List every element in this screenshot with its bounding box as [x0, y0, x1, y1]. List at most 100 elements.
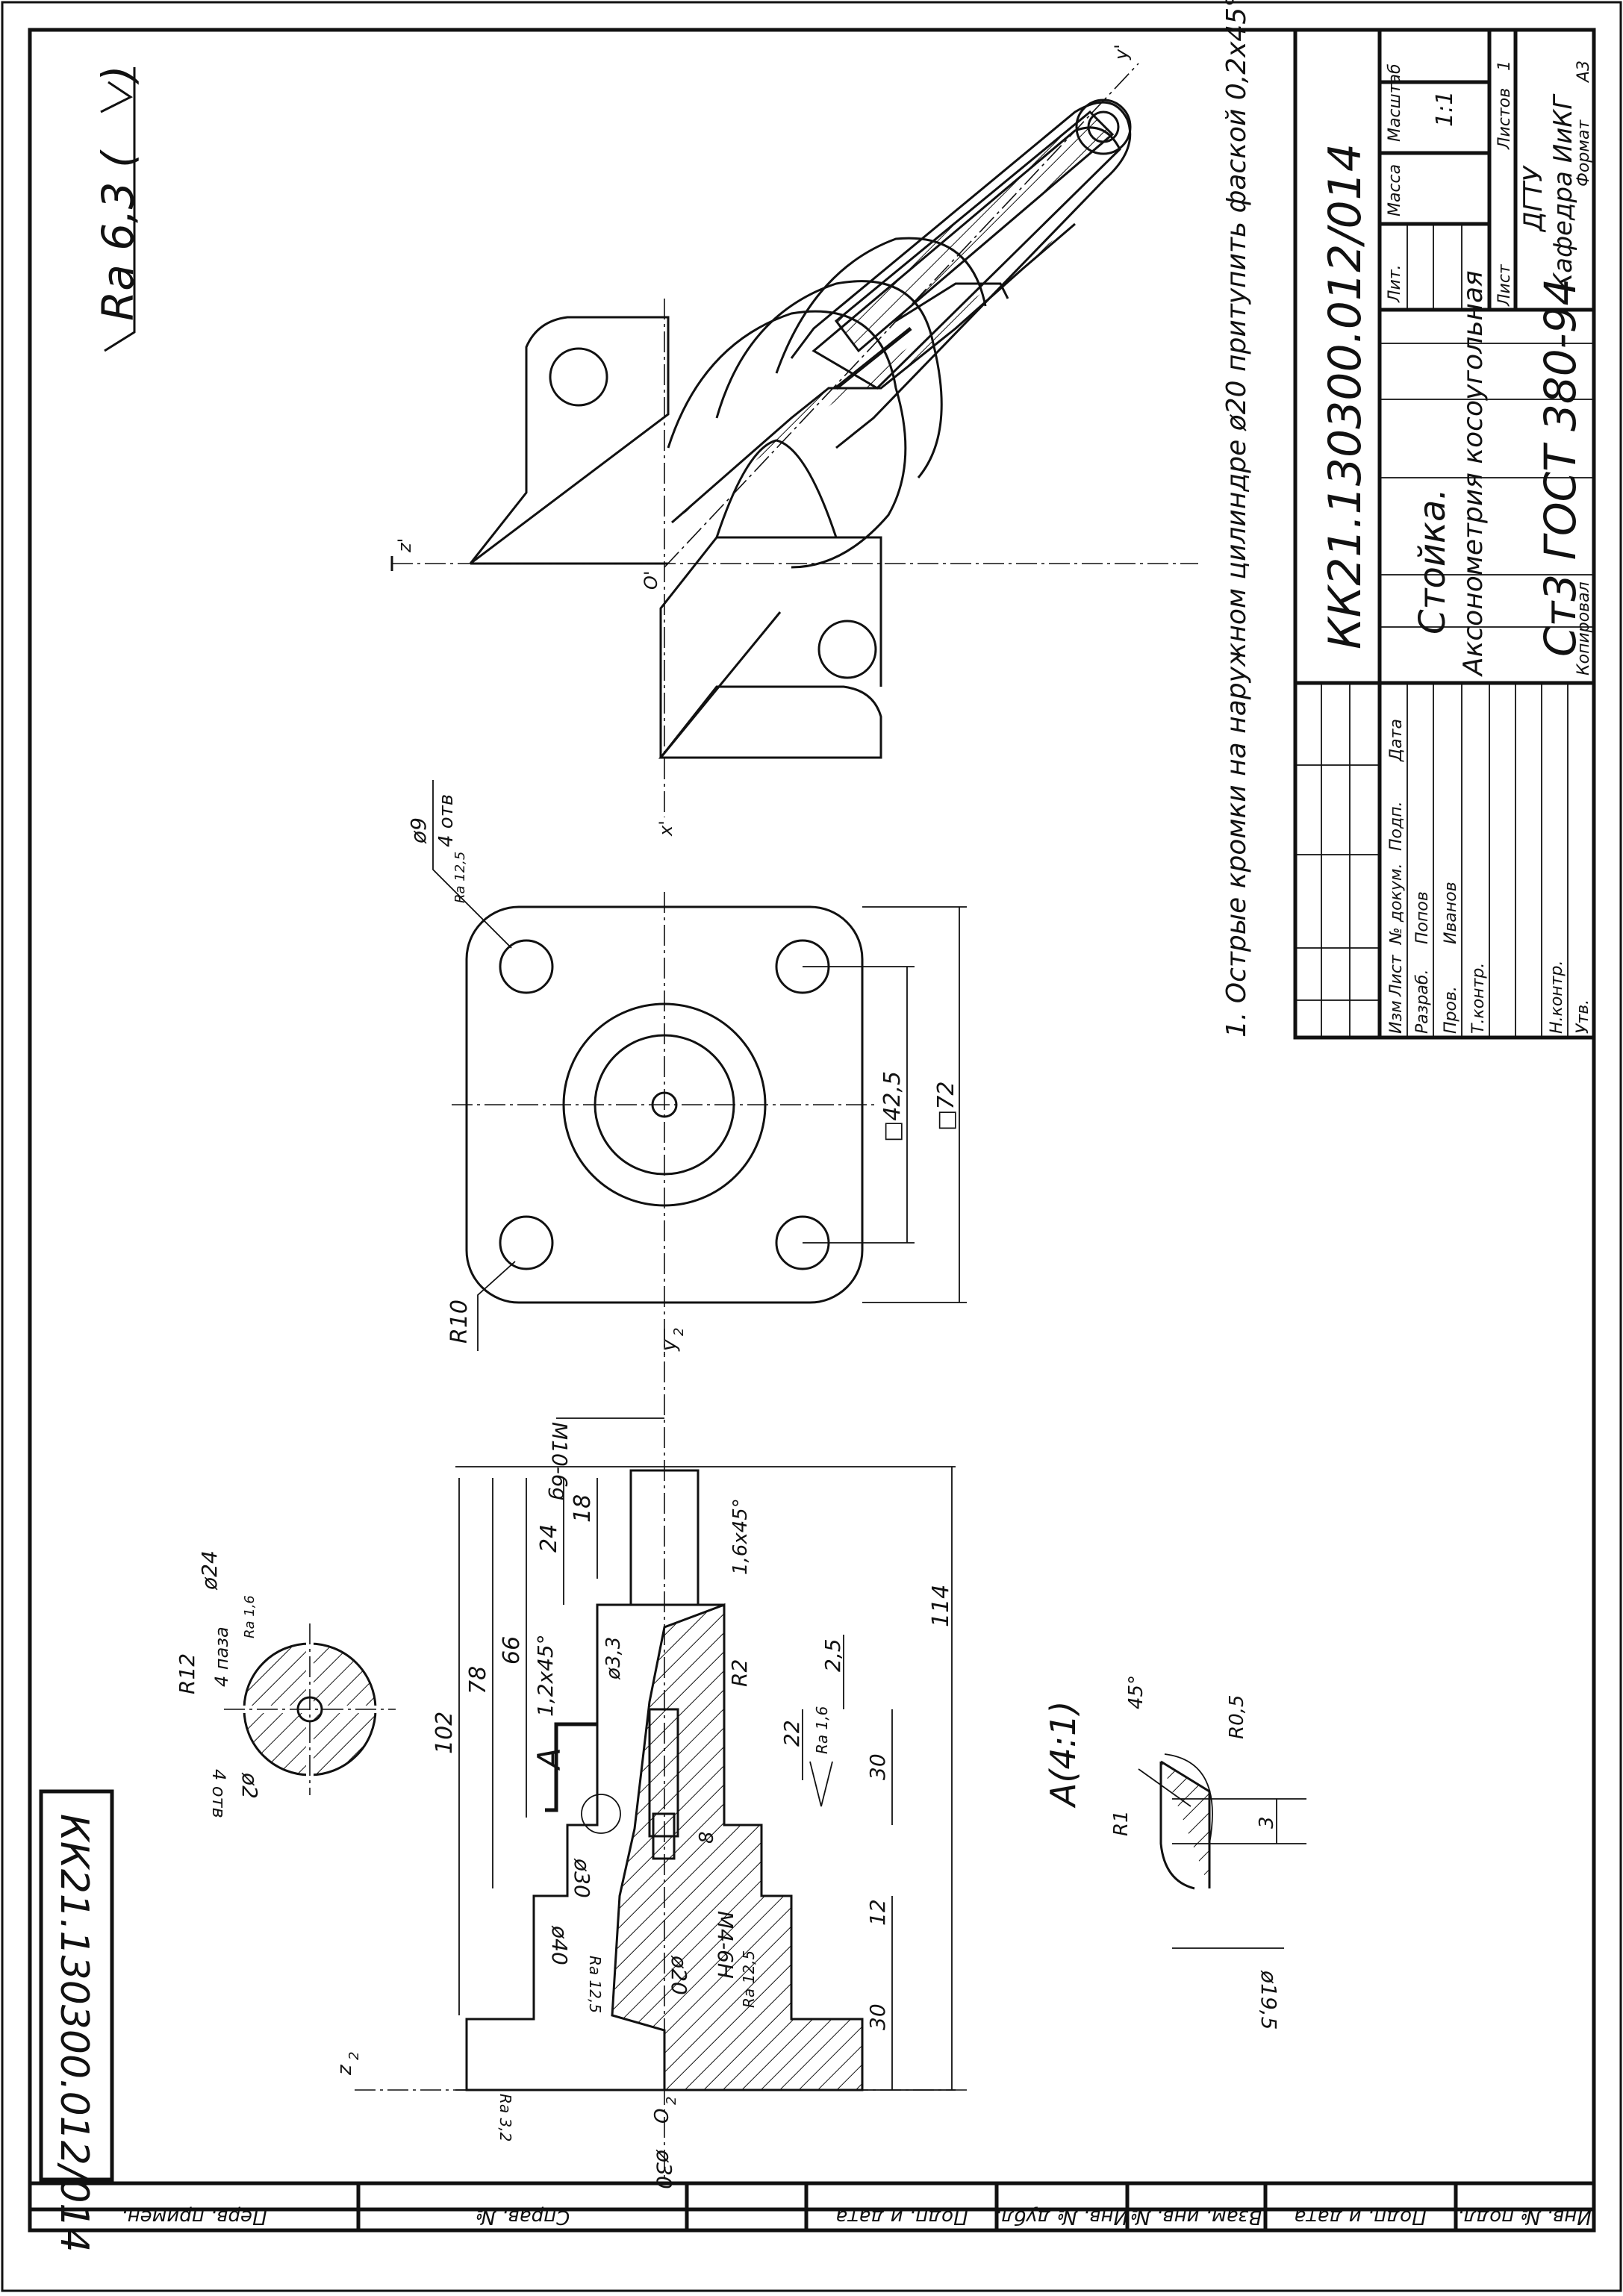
inv-podl-label: Инв. № подл.: [1457, 2206, 1591, 2228]
svg-text:ø19,5: ø19,5: [1256, 1970, 1281, 2030]
svg-text:ø20: ø20: [667, 1955, 691, 1995]
svg-text:R0,5: R0,5: [1226, 1695, 1248, 1739]
side-fields: Перв. примен. Справ. № Подп. и дата Инв.…: [30, 2181, 1594, 2230]
org-2: Кафедра ИиКГ: [1548, 93, 1578, 291]
svg-text:22: 22: [779, 1720, 804, 1747]
general-roughness: Ra 6,3 ( ): [93, 65, 143, 352]
material: Ст3 ГОСТ 380-94: [1535, 278, 1586, 657]
svg-text:4 отв: 4 отв: [208, 1769, 229, 1818]
svg-text:Лист: Лист: [1495, 263, 1514, 307]
svg-text:ø2: ø2: [237, 1772, 262, 1799]
svg-text:30: 30: [865, 2003, 890, 2030]
svg-text:Лит.: Лит.: [1386, 264, 1404, 303]
title-block: КК21.130300.012/014 Стойка. Аксонометрия…: [1293, 28, 1596, 1040]
svg-text:O': O': [641, 571, 661, 590]
svg-text:ø24: ø24: [197, 1550, 222, 1591]
svg-text:Формат: Формат: [1574, 119, 1593, 187]
svg-text:2: 2: [346, 2052, 362, 2060]
svg-text:30: 30: [865, 1753, 890, 1780]
svg-text:): ): [93, 65, 143, 85]
svg-text:№ докум.: № докум.: [1387, 864, 1406, 945]
detail-a: A(4:1) 45° R0,5 R1 3 ø19,5: [1043, 1675, 1306, 2030]
technical-note: 1. Острые кромки на наружном цилиндре ø2…: [1221, 0, 1252, 1038]
svg-text:Листов: Листов: [1495, 88, 1514, 150]
svg-text:Ra 12,5: Ra 12,5: [740, 1950, 758, 2008]
sprav-no-label: Справ. №: [476, 2206, 570, 2228]
svg-text:M10-6g: M10-6g: [547, 1422, 572, 1500]
svg-text:Ra 1,6: Ra 1,6: [242, 1595, 258, 1638]
front-section-view: A 114 102 78 66 24 18 1,2x45° ø3,3 M10-6…: [334, 1328, 967, 2189]
svg-text:78: 78: [465, 1666, 491, 1694]
svg-text:Т.контр.: Т.контр.: [1469, 963, 1488, 1034]
svg-text:66: 66: [499, 1636, 525, 1665]
svg-text:2: 2: [671, 1328, 687, 1336]
svg-text:8: 8: [696, 1831, 718, 1844]
podp-data-2-label: Подп. и дата: [1294, 2206, 1426, 2228]
svg-text:Ra 12,5: Ra 12,5: [586, 1956, 604, 2013]
svg-text:Утв.: Утв.: [1574, 999, 1592, 1034]
svg-text:Н.контр.: Н.контр.: [1548, 961, 1566, 1034]
svg-text:R10: R10: [446, 1300, 473, 1344]
svg-text:4 пазa: 4 пазa: [211, 1626, 232, 1687]
view-name: Аксонометрия косоугольная: [1458, 270, 1489, 677]
svg-text:z': z': [394, 538, 415, 553]
code-stamp: КК21.130300.012/014: [39, 1789, 114, 2253]
svg-text:R2: R2: [727, 1659, 752, 1687]
svg-text:18: 18: [570, 1494, 596, 1523]
podp-data-1-label: Подп. и дата: [835, 2206, 968, 2228]
copied-label: Копировал: [1574, 581, 1593, 676]
svg-text:Изм: Изм: [1387, 1000, 1406, 1034]
code-stamp-text: КК21.130300.012/014: [52, 1814, 96, 2253]
vzam-inv-label: Взам. инв. №: [1130, 2206, 1262, 2228]
svg-text:Ra 12,5: Ra 12,5: [452, 852, 468, 903]
svg-text:x': x': [655, 820, 676, 837]
general-roughness-text: Ra 6,3 (: [93, 149, 143, 321]
svg-text:ø9: ø9: [406, 817, 431, 844]
svg-text:M4-6H: M4-6H: [713, 1911, 738, 1979]
top-view: □42,5 □72 R10 ø9 4 отв Ra 12,5: [406, 780, 967, 1355]
svg-text:ø30: ø30: [652, 2149, 676, 2189]
svg-text:Попов: Попов: [1413, 891, 1432, 944]
svg-text:Разраб.: Разраб.: [1413, 970, 1432, 1034]
svg-text:Ra 1,6: Ra 1,6: [813, 1706, 831, 1754]
svg-text:Пров.: Пров.: [1442, 986, 1460, 1034]
svg-text:A(4:1): A(4:1): [1043, 1701, 1083, 1809]
svg-text:ø30: ø30: [570, 1858, 594, 1898]
svg-text:□42,5: □42,5: [879, 1071, 906, 1142]
svg-text:Подп.: Подп.: [1387, 801, 1406, 851]
inner-frame: [28, 28, 1596, 2233]
svg-text:45°: 45°: [1125, 1675, 1147, 1709]
svg-text:102: 102: [432, 1712, 458, 1754]
svg-text:12: 12: [865, 1899, 890, 1926]
svg-text:Масса: Масса: [1386, 164, 1404, 216]
svg-text:4 отв: 4 отв: [435, 794, 458, 847]
svg-text:Дата: Дата: [1387, 719, 1406, 762]
svg-text:O: O: [651, 2109, 673, 2124]
svg-text:R12: R12: [175, 1653, 199, 1694]
svg-text:Иванов: Иванов: [1442, 882, 1460, 944]
org-1: ДГТУ: [1518, 165, 1548, 233]
svg-text:2: 2: [664, 2097, 679, 2105]
sheets-count: 1: [1495, 60, 1514, 71]
svg-text:Ra 3,2: Ra 3,2: [496, 2094, 514, 2141]
svg-text:1,2x45°: 1,2x45°: [533, 1634, 558, 1717]
svg-text:2,5: 2,5: [820, 1638, 845, 1672]
svg-text:□72: □72: [933, 1081, 959, 1131]
scale-value: 1:1: [1432, 91, 1458, 127]
part-name: Стойка.: [1412, 488, 1454, 634]
axonometric-view: z' y' x' O': [390, 44, 1198, 837]
svg-text:А3: А3: [1574, 60, 1593, 84]
svg-text:ø40: ø40: [547, 1925, 572, 1965]
svg-text:y: y: [658, 1339, 681, 1352]
inv-dubl-label: Инв. № дубл.: [995, 2206, 1128, 2228]
svg-text:3: 3: [1256, 1816, 1278, 1829]
svg-text:R1: R1: [1110, 1810, 1133, 1836]
doc-code: КК21.130300.012/014: [1319, 143, 1371, 649]
svg-text:1,6x45°: 1,6x45°: [729, 1498, 752, 1575]
svg-text:Лист: Лист: [1387, 954, 1406, 997]
svg-text:114: 114: [928, 1585, 954, 1627]
svg-text:24: 24: [536, 1524, 562, 1553]
